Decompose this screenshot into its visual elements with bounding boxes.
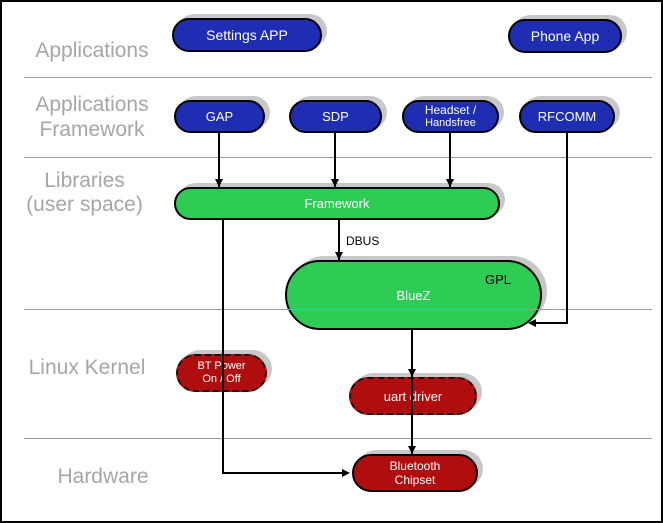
arrowhead-bluez-uart bbox=[408, 369, 416, 377]
node-label: uart driver bbox=[383, 388, 443, 404]
node-bluez: BlueZ bbox=[285, 260, 542, 330]
node-bt-power: BT Power On / Off bbox=[176, 354, 267, 392]
node-label-line: Headset / bbox=[424, 103, 477, 117]
layer-label-line: Libraries bbox=[44, 169, 125, 192]
node-sdp: SDP bbox=[289, 100, 382, 133]
node-label: Phone App bbox=[530, 28, 600, 44]
layer-label-hardware: Hardware bbox=[57, 465, 149, 488]
layer-label-line: (user space) bbox=[26, 193, 143, 216]
edge-sdp-framework bbox=[334, 133, 336, 187]
edge-framework-chipset-vertical bbox=[222, 220, 224, 474]
node-phone-app: Phone App bbox=[508, 19, 622, 53]
node-label-line: Chipset bbox=[394, 473, 436, 487]
dbus-edge-label: DBUS bbox=[346, 234, 380, 248]
layer-label-line: Applications bbox=[35, 93, 149, 116]
divider-libraries-kernel bbox=[24, 309, 652, 310]
node-bluetooth-chipset: Bluetooth Chipset bbox=[352, 454, 478, 492]
arrowhead-gap-framework bbox=[215, 179, 223, 187]
edge-framework-bluez bbox=[338, 220, 340, 260]
node-label: Framework bbox=[304, 196, 370, 211]
edge-framework-chipset-horizontal bbox=[222, 472, 344, 474]
node-label-line: BT Power bbox=[197, 360, 246, 372]
node-settings-app: Settings APP bbox=[172, 18, 322, 52]
arrowhead-sdp-framework bbox=[331, 179, 339, 187]
node-label: SDP bbox=[322, 109, 349, 124]
divider-framework-libraries bbox=[24, 157, 652, 158]
node-label-line: Handsfree bbox=[425, 117, 476, 129]
node-framework: Framework bbox=[174, 187, 500, 220]
node-label: RFCOMM bbox=[537, 109, 597, 124]
node-label: GAP bbox=[205, 109, 234, 124]
layer-label-line: Framework bbox=[39, 118, 145, 141]
node-headset-handsfree: Headset / Handsfree bbox=[402, 100, 499, 133]
arrowhead-headset-framework bbox=[446, 179, 454, 187]
edge-rfcomm-bluez-vertical bbox=[566, 133, 568, 324]
layer-label-libraries: Libraries (user space) bbox=[7, 169, 162, 217]
node-uart-driver: uart driver bbox=[349, 377, 477, 415]
arrowhead-framework-bluez bbox=[335, 252, 343, 260]
layer-label-applications: Applications bbox=[35, 39, 149, 62]
edge-gap-framework bbox=[218, 133, 220, 187]
node-rfcomm: RFCOMM bbox=[519, 100, 615, 133]
edge-headset-framework bbox=[449, 133, 451, 187]
node-label-line: On / Off bbox=[202, 373, 241, 385]
arrowhead-rfcomm-bluez bbox=[528, 319, 536, 327]
node-label: BlueZ bbox=[396, 287, 431, 303]
divider-applications-framework bbox=[24, 77, 652, 78]
arrowhead-framework-chipset bbox=[342, 469, 350, 477]
edge-bluez-uart-chipset bbox=[411, 330, 413, 454]
node-label: Settings APP bbox=[206, 27, 288, 43]
node-label-line: Bluetooth bbox=[389, 459, 441, 473]
edge-rfcomm-bluez-horizontal bbox=[532, 322, 568, 324]
layer-label-linux-kernel: Linux Kernel bbox=[28, 356, 146, 379]
node-gap: GAP bbox=[174, 100, 265, 133]
arrowhead-uart-chipset bbox=[408, 446, 416, 454]
layer-label-applications-framework: Applications Framework bbox=[12, 92, 172, 142]
divider-kernel-hardware bbox=[24, 438, 652, 439]
gpl-badge: GPL bbox=[485, 272, 512, 287]
